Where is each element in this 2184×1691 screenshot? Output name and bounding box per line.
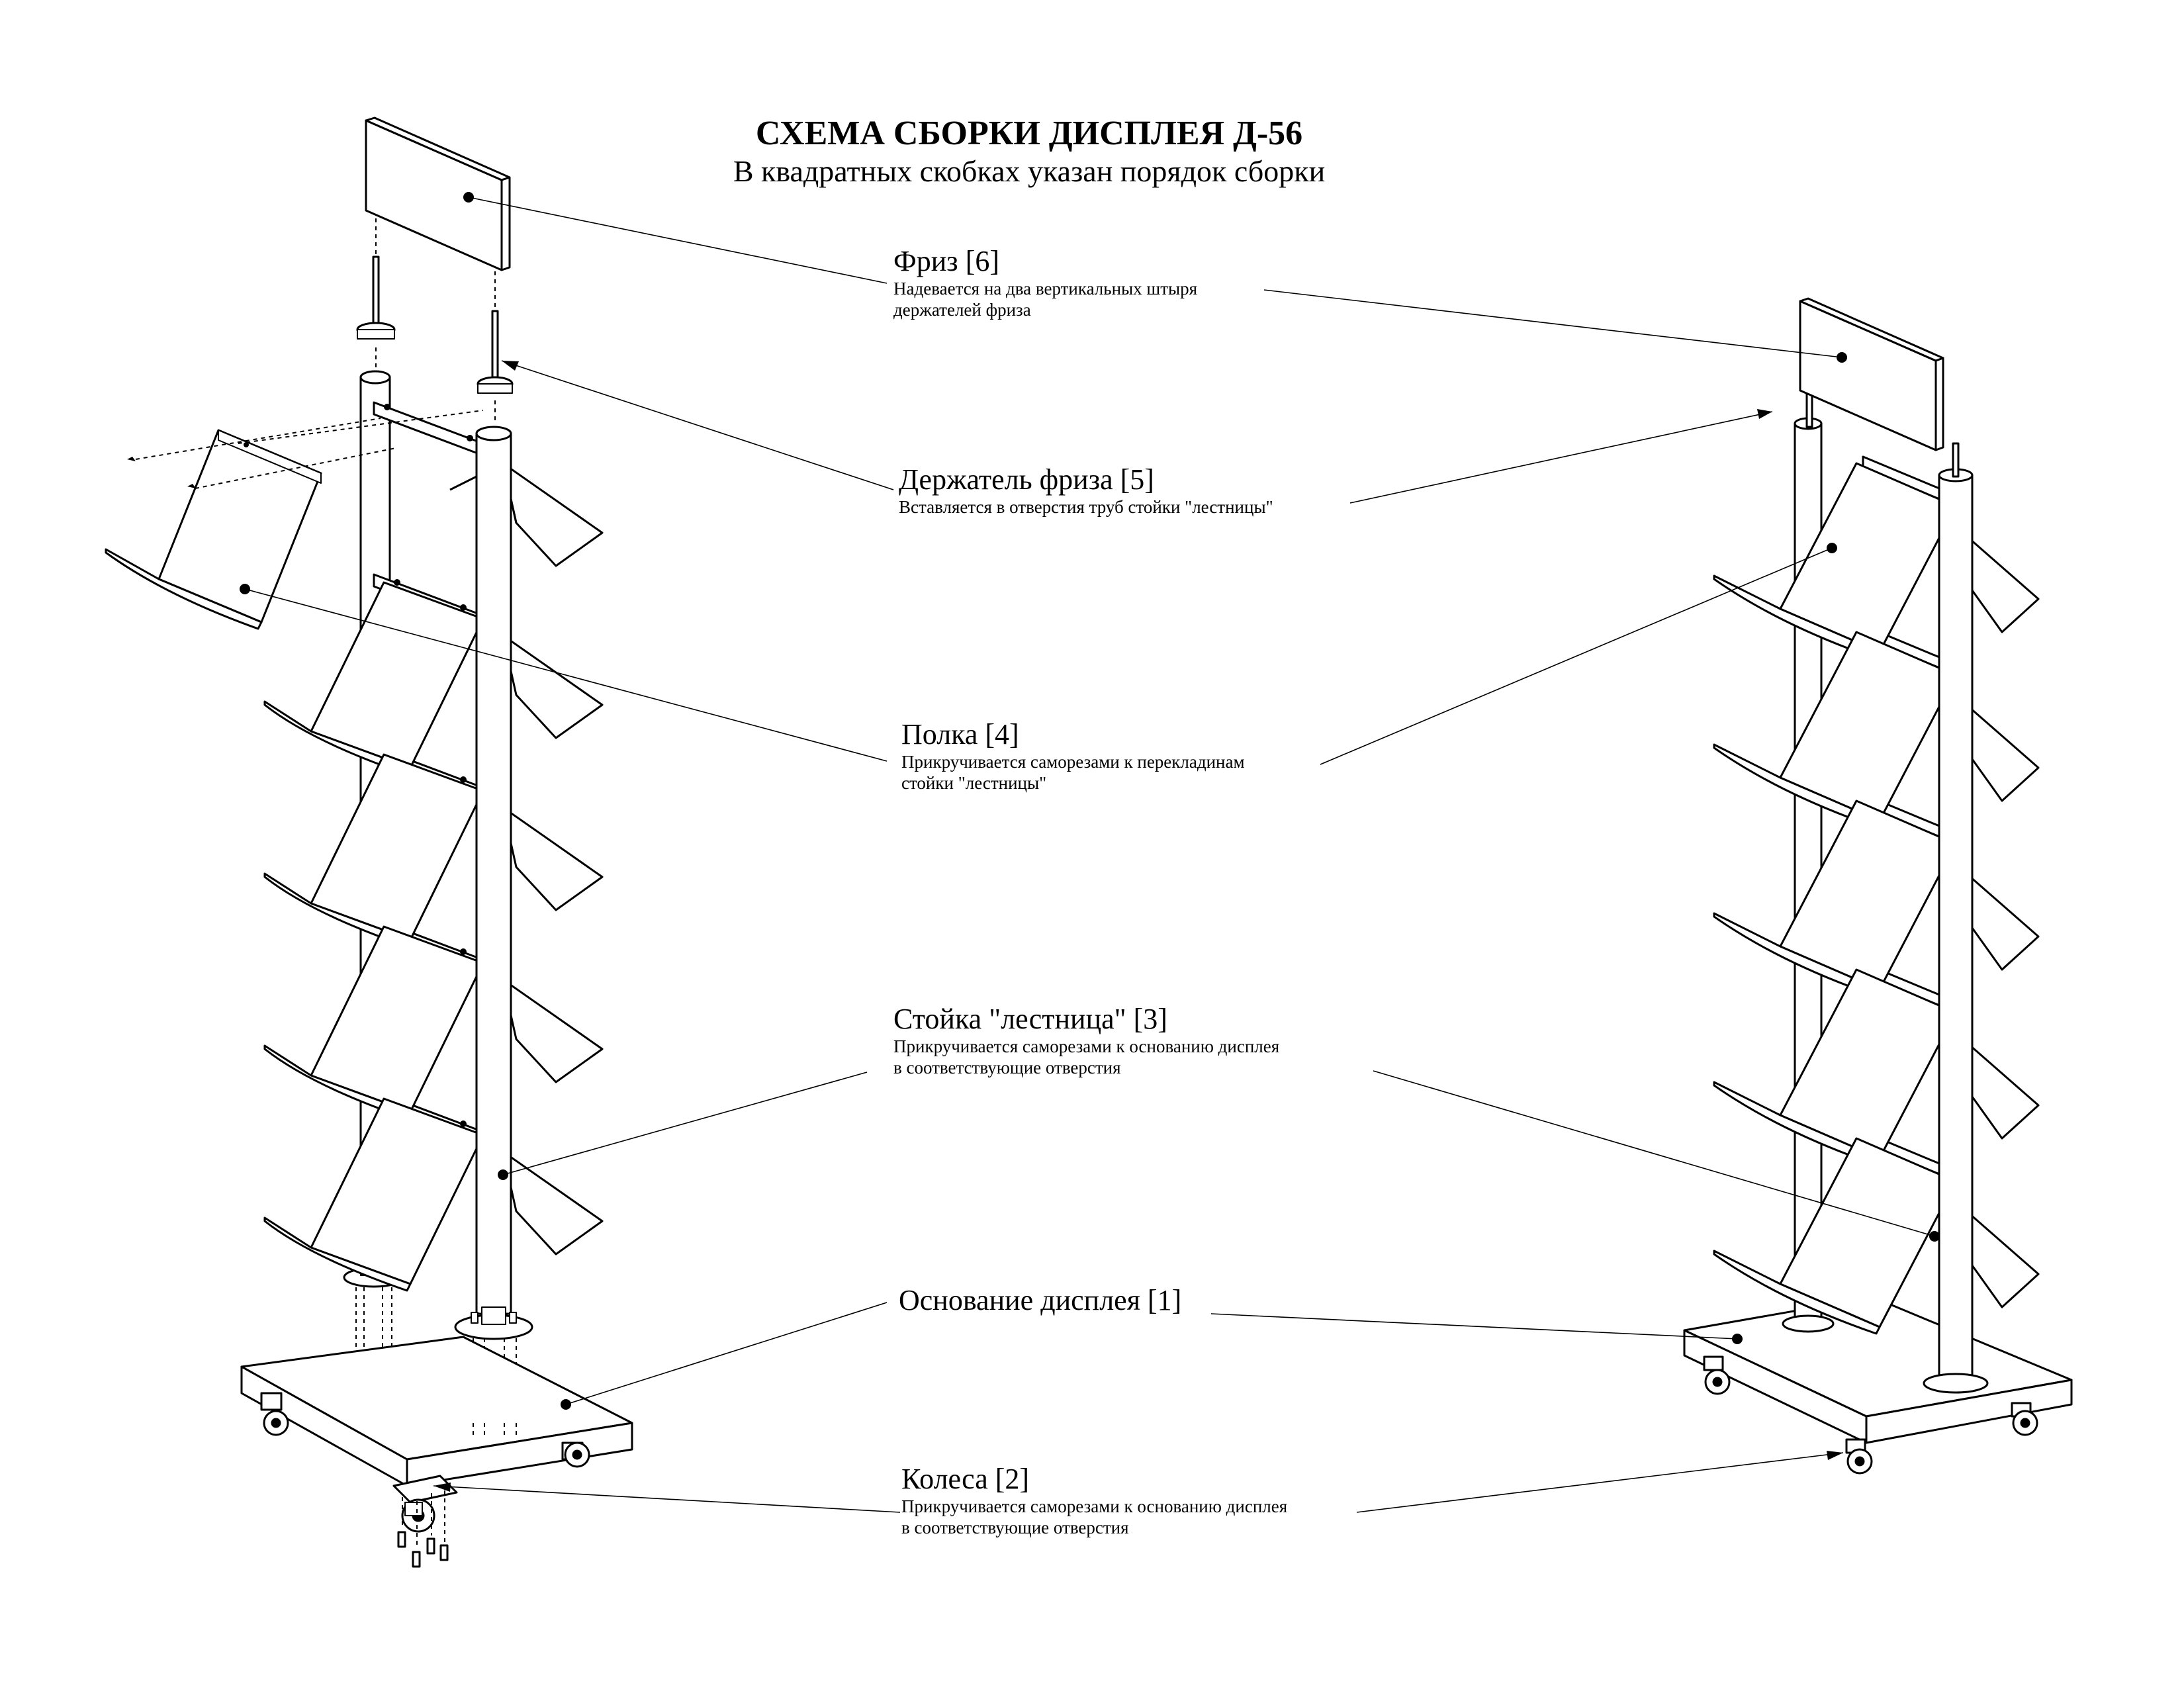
- leader-arrows: [433, 361, 1843, 1492]
- label-ladder-title: Стойка "лестница" [3]: [893, 1003, 1167, 1035]
- label-shelf-desc-1: Прикручивается саморезами к перекладинам: [901, 752, 1245, 772]
- exploded-shelf: [105, 429, 322, 630]
- label-frieze-holder: Держатель фриза [5] Вставляется в отверс…: [899, 463, 1273, 518]
- label-ladder-desc-2: в соответствующие отверстия: [893, 1058, 1121, 1077]
- label-frieze-desc-2: держателей фриза: [893, 300, 1031, 320]
- label-shelf: Полка [4] Прикручивается саморезами к пе…: [901, 718, 1245, 794]
- display-base: [240, 1336, 633, 1487]
- exploded-assembly: [105, 116, 633, 1568]
- label-wheels-title: Колеса [2]: [901, 1463, 1030, 1495]
- base-wheels: [260, 1392, 590, 1468]
- label-ladder-desc-1: Прикручивается саморезами к основанию ди…: [893, 1036, 1280, 1056]
- label-shelf-desc-2: стойки "лестницы": [901, 773, 1047, 793]
- front-flange: [454, 1306, 533, 1340]
- assembled-display: [1683, 297, 2073, 1475]
- exploded-shelf-screws: [127, 457, 196, 488]
- label-wheels: Колеса [2] Прикручивается саморезами к о…: [901, 1463, 1287, 1538]
- label-ladder: Стойка "лестница" [3] Прикручивается сам…: [893, 1003, 1279, 1078]
- label-frieze-desc-1: Надевается на два вертикальных штыря: [893, 279, 1198, 298]
- front-shelves: [263, 581, 484, 1292]
- label-frieze-title: Фриз [6]: [893, 245, 999, 277]
- label-wheels-desc-2: в соответствующие отверстия: [901, 1518, 1129, 1537]
- label-base: Основание дисплея [1]: [899, 1284, 1181, 1317]
- label-frieze-holder-desc-1: Вставляется в отверстия труб стойки "лес…: [899, 497, 1273, 517]
- back-shelf-wings: [449, 462, 604, 1256]
- assembled-wings: [1958, 528, 2040, 1308]
- label-base-title: Основание дисплея [1]: [899, 1284, 1182, 1316]
- label-wheels-desc-1: Прикручивается саморезами к основанию ди…: [901, 1496, 1288, 1516]
- exploded-wheel: [392, 1475, 458, 1533]
- frieze-holders: [356, 255, 514, 394]
- diagram-title: СХЕМА СБОРКИ ДИСПЛЕЯ Д-56: [755, 114, 1303, 152]
- wheel-screws: [397, 1531, 449, 1568]
- assembled-wheels: [1703, 1355, 2038, 1475]
- leader-lines: [244, 197, 1935, 1513]
- leader-dots: [240, 192, 1940, 1410]
- label-frieze-holder-title: Держатель фриза [5]: [899, 463, 1154, 496]
- assembled-shelves: [1713, 462, 1957, 1335]
- assembled-frieze: [1799, 297, 1944, 451]
- front-pole: [475, 426, 512, 1315]
- diagram-subtitle: В квадратных скобках указан порядок сбор…: [733, 154, 1326, 188]
- label-frieze: Фриз [6] Надевается на два вертикальных …: [893, 245, 1197, 320]
- label-shelf-title: Полка [4]: [901, 718, 1019, 751]
- frieze-panel: [365, 116, 511, 271]
